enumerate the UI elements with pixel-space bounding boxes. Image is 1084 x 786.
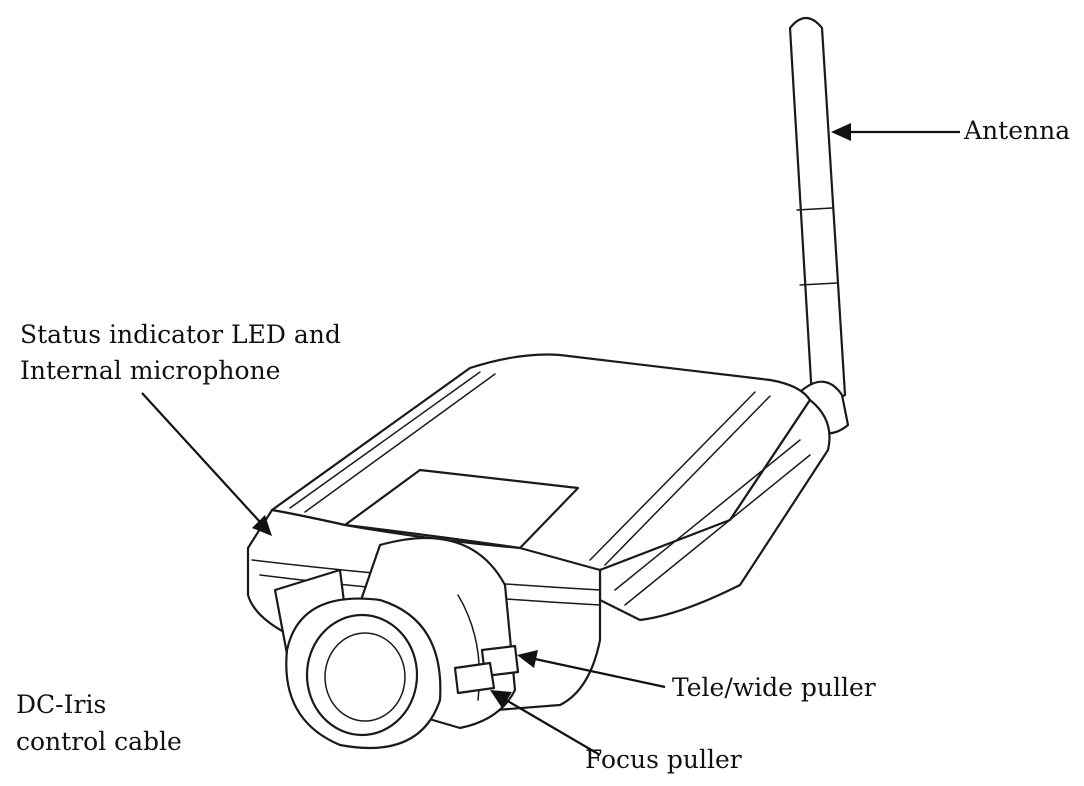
label-status-line2: Internal microphone [20, 356, 281, 385]
arrow-tele-wide [517, 650, 666, 689]
arrow-status-led [141, 392, 272, 536]
arrow-antenna [831, 123, 960, 141]
lens-drawing [285, 537, 520, 750]
label-dc-iris-line2: control cable [16, 727, 182, 756]
label-dc-iris-line1: DC-Iris [16, 690, 107, 719]
label-status-line1: Status indicator LED and [20, 320, 341, 349]
antenna-drawing [788, 16, 850, 435]
label-antenna: Antenna [964, 116, 1071, 145]
label-tele-wide: Tele/wide puller [672, 673, 876, 702]
arrow-focus [490, 690, 601, 756]
label-focus: Focus puller [585, 745, 742, 774]
